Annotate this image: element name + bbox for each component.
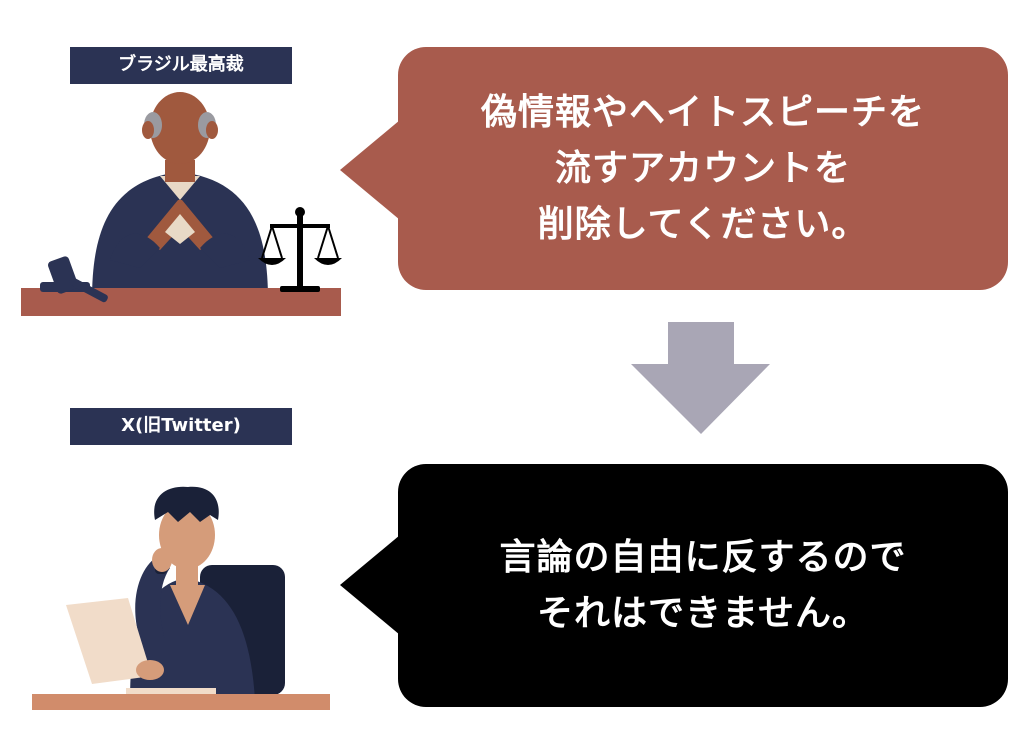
bottom-speaker-label: X(旧Twitter) — [70, 408, 292, 445]
document-icon — [66, 598, 164, 684]
top-speech-bubble — [340, 47, 1008, 290]
top-speaker-label: ブラジル最高裁 — [70, 47, 292, 84]
bottom-speech-text: 言論の自由に反するので それはできません。 — [499, 536, 907, 634]
top-speech-text: 偽情報やヘイトスピーチを 流すアカウントを 削除してください。 — [480, 91, 925, 245]
judge-icon — [92, 92, 268, 300]
bottom-speech-text-container: 言論の自由に反するので それはできません。 — [398, 464, 1008, 707]
down-arrow-icon — [631, 322, 770, 434]
bottom-speech-bubble — [340, 464, 1008, 707]
top-speech-text-container: 偽情報やヘイトスピーチを 流すアカウントを 削除してください。 — [398, 47, 1008, 290]
gavel-icon — [40, 256, 108, 303]
judge-desk — [21, 288, 341, 316]
executive-desk — [32, 688, 330, 710]
scales-of-justice-icon — [258, 207, 342, 292]
